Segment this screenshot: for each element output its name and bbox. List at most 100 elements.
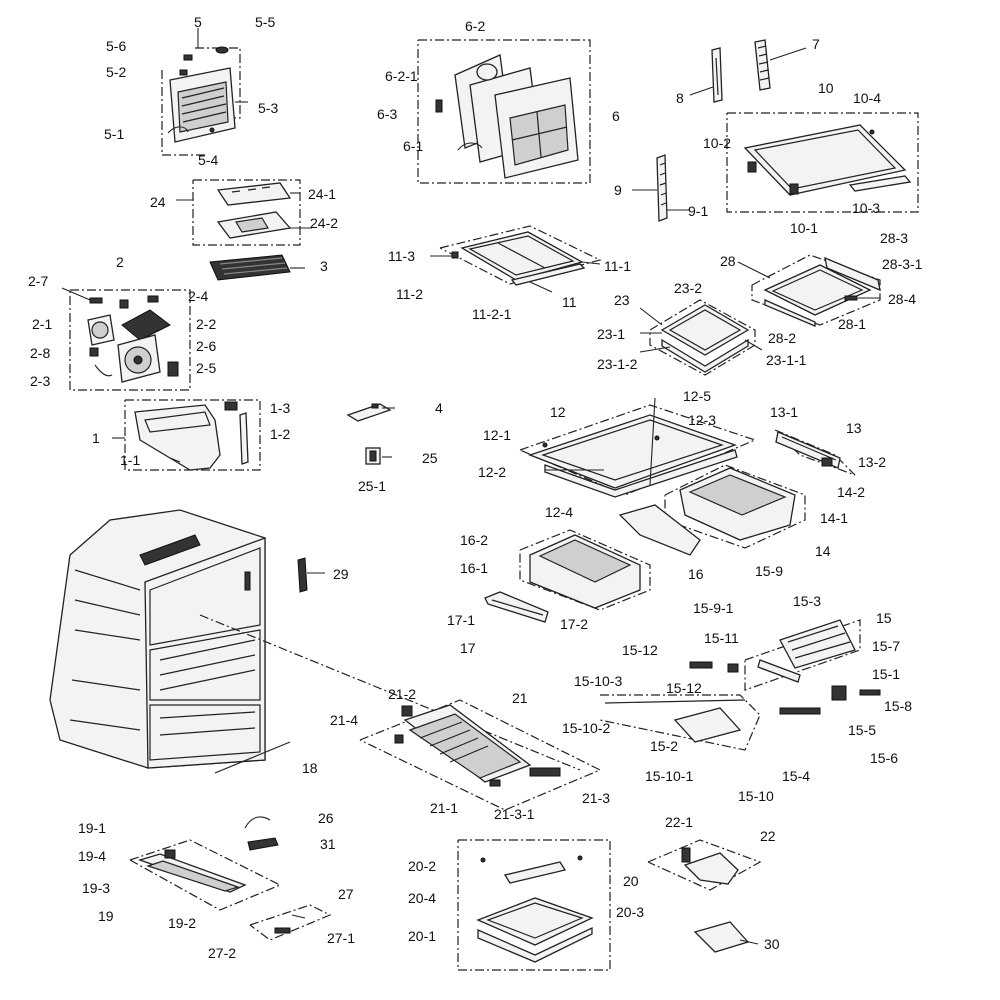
label-11-1: 11-1 <box>604 258 631 274</box>
label-6-1: 6-1 <box>403 138 424 154</box>
label-28: 28 <box>720 253 736 269</box>
assembly-20-drawing <box>457 839 611 971</box>
label-15-4: 15-4 <box>782 768 811 784</box>
label-15-1: 15-1 <box>872 666 901 682</box>
label-24: 24 <box>150 194 166 210</box>
label-2-2: 2-2 <box>196 316 217 332</box>
label-20-3: 20-3 <box>616 904 645 920</box>
label-5-2: 5-2 <box>106 64 127 80</box>
assembly-5-drawing <box>161 28 248 156</box>
part-4-25-drawing <box>346 403 395 465</box>
label-22-1: 22-1 <box>665 814 694 830</box>
label-1-2: 1-2 <box>270 426 291 442</box>
label-16: 16 <box>688 566 704 582</box>
assembly-27-drawing <box>249 904 332 941</box>
label-13: 13 <box>846 420 862 436</box>
label-9-1: 9-1 <box>688 203 709 219</box>
label-10-4: 10-4 <box>853 90 882 106</box>
label-23-1-1: 23-1-1 <box>766 352 807 368</box>
label-25-1: 25-1 <box>358 478 387 494</box>
label-13-1: 13-1 <box>770 404 799 420</box>
assembly-12-drawing <box>519 397 757 498</box>
assembly-23-drawing <box>639 299 763 376</box>
label-25: 25 <box>422 450 438 466</box>
assembly-28-drawing <box>737 254 881 327</box>
label-22: 22 <box>760 828 776 844</box>
label-16-1: 16-1 <box>460 560 489 576</box>
label-27: 27 <box>338 886 354 902</box>
label-15-11: 15-11 <box>704 630 739 646</box>
label-11-2: 11-2 <box>396 286 423 302</box>
label-19-4: 19-4 <box>78 848 107 864</box>
label-23-1-2: 23-1-2 <box>597 356 638 372</box>
assembly-6-drawing <box>417 39 591 184</box>
label-24-1: 24-1 <box>308 186 337 202</box>
label-10-1: 10-1 <box>790 220 819 236</box>
label-15-7: 15-7 <box>872 638 901 654</box>
assembly-22-30-drawing <box>647 839 762 953</box>
label-21-3-1: 21-3-1 <box>494 806 535 822</box>
label-2-8: 2-8 <box>30 345 51 361</box>
part-29-drawing <box>297 557 325 593</box>
label-12-3: 12-3 <box>688 412 717 428</box>
label-1: 1 <box>92 430 100 446</box>
label-31: 31 <box>320 836 336 852</box>
label-15-3: 15-3 <box>793 593 822 609</box>
assembly-21-drawing <box>359 699 602 811</box>
label-5: 5 <box>194 14 202 30</box>
label-2-6: 2-6 <box>196 338 217 354</box>
label-27-2: 27-2 <box>208 945 237 961</box>
label-20-2: 20-2 <box>408 858 437 874</box>
label-2-1: 2-1 <box>32 316 53 332</box>
label-2-7: 2-7 <box>28 273 49 289</box>
label-6-2: 6-2 <box>465 18 486 34</box>
label-5-1: 5-1 <box>104 126 125 142</box>
assembly-15-drawing <box>599 619 881 751</box>
assembly-10-drawing <box>726 112 919 213</box>
label-26: 26 <box>318 810 334 826</box>
label-19-1: 19-1 <box>78 820 107 836</box>
label-21-3: 21-3 <box>582 790 611 806</box>
label-3: 3 <box>320 258 328 274</box>
label-15-12a: 15-12 <box>622 642 658 658</box>
label-12-1: 12-1 <box>483 427 512 443</box>
label-14-2: 14-2 <box>837 484 866 500</box>
label-20-4: 20-4 <box>408 890 437 906</box>
label-17-1: 17-1 <box>447 612 476 628</box>
label-20-1: 20-1 <box>408 928 437 944</box>
label-14-1: 14-1 <box>820 510 849 526</box>
label-15-10-1: 15-10-1 <box>645 768 694 784</box>
label-15-9-1: 15-9-1 <box>693 600 734 616</box>
label-2-3: 2-3 <box>30 373 51 389</box>
label-5-3: 5-3 <box>258 100 279 116</box>
label-5-5: 5-5 <box>255 14 276 30</box>
label-18: 18 <box>302 760 318 776</box>
label-28-3-1: 28-3-1 <box>882 256 923 272</box>
label-24-2: 24-2 <box>310 215 339 231</box>
label-12-4: 12-4 <box>545 504 574 520</box>
assembly-16-17-drawing <box>484 529 651 623</box>
label-10: 10 <box>818 80 834 96</box>
assembly-24-drawing <box>176 179 312 281</box>
label-7: 7 <box>812 36 820 52</box>
label-5-6: 5-6 <box>106 38 127 54</box>
label-28-3: 28-3 <box>880 230 909 246</box>
label-17: 17 <box>460 640 476 656</box>
label-6-3: 6-3 <box>377 106 398 122</box>
label-8: 8 <box>676 90 684 106</box>
label-6-2-1: 6-2-1 <box>385 68 418 84</box>
label-15: 15 <box>876 610 892 626</box>
label-21-4: 21-4 <box>330 712 359 728</box>
label-1-3: 1-3 <box>270 400 291 416</box>
label-28-2: 28-2 <box>768 330 797 346</box>
label-11-3: 11-3 <box>388 248 415 264</box>
label-21-2: 21-2 <box>388 686 417 702</box>
label-15-10-3: 15-10-3 <box>574 673 623 689</box>
label-12-5: 12-5 <box>683 388 712 404</box>
label-5-4: 5-4 <box>198 152 219 168</box>
label-15-2: 15-2 <box>650 738 679 754</box>
label-17-2: 17-2 <box>560 616 589 632</box>
assembly-1-drawing <box>112 399 261 471</box>
label-15-10-2: 15-10-2 <box>562 720 611 736</box>
